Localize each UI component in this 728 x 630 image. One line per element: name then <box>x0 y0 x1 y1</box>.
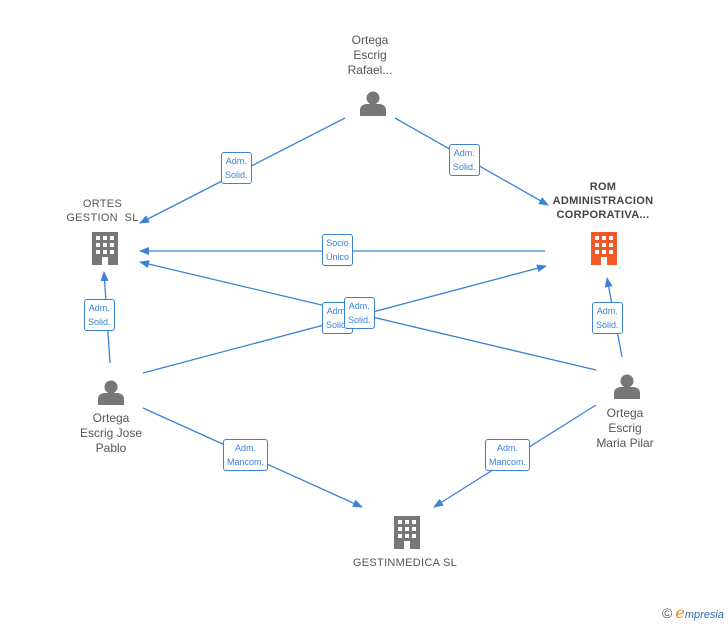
edge-label-jose-gestinmedica[interactable]: Adm. Mancom. <box>223 439 269 471</box>
node-label-ortes[interactable]: ORTES GESTION SL <box>55 197 150 225</box>
edge-label-pilar-rom[interactable]: Adm. Solid. <box>592 302 623 334</box>
person-icon <box>360 91 386 116</box>
edge-label-line: Solid. <box>596 320 619 330</box>
label-line: Maria Pilar <box>596 436 654 450</box>
brand-watermark: © empresia <box>662 603 724 622</box>
edge-label-line: Adm. <box>453 148 475 158</box>
node-label-pilar[interactable]: Ortega Escrig Maria Pilar <box>582 406 668 451</box>
building-icon-focus <box>591 232 617 265</box>
edge-label-line: Solid. <box>225 170 248 180</box>
label-line: Rafael... <box>347 63 393 77</box>
edge-label-line: Adm. <box>596 306 618 316</box>
building-icon <box>92 232 118 265</box>
edge-label-pilar-gestinmedica[interactable]: Adm. Mancom. <box>485 439 531 471</box>
edge-label-line: Adm. <box>225 156 247 166</box>
edge-label-line: Solid. <box>453 162 476 172</box>
brand-logo-letter: e <box>675 603 685 622</box>
label-line: Escrig <box>608 421 642 435</box>
label-line: Escrig <box>353 48 387 62</box>
copyright-symbol: © <box>662 605 673 621</box>
edge-label-line: Mancom. <box>227 457 265 467</box>
node-label-jose[interactable]: Ortega Escrig Jose Pablo <box>66 411 156 456</box>
edge-label-rafael-rom[interactable]: Adm. Solid. <box>449 144 480 176</box>
edge-label-rafael-ortes[interactable]: Adm. Solid. <box>221 152 252 184</box>
edge-label-line: Adm. <box>497 443 519 453</box>
edge-label-line: Único <box>326 252 350 262</box>
label-line: Ortega <box>92 411 130 425</box>
edge-label-jose-rom[interactable]: Adm. Solid. <box>344 297 375 329</box>
node-label-rom[interactable]: ROM ADMINISTRACION CORPORATIVA... <box>543 180 663 222</box>
label-line: Ortega <box>606 406 644 420</box>
label-line: ADMINISTRACION <box>552 195 654 207</box>
label-line: GESTION SL <box>66 212 139 224</box>
person-icon <box>614 374 640 399</box>
label-line: ORTES <box>82 198 123 210</box>
edge-label-line: Mancom. <box>489 457 527 467</box>
edge-label-jose-ortes[interactable]: Adm. Solid. <box>84 299 115 331</box>
label-line: GESTINMEDICA SL <box>352 557 458 569</box>
edge-label-line: Solid. <box>348 315 371 325</box>
edge-label-rom-ortes[interactable]: Socio Único <box>322 234 354 266</box>
building-icon <box>394 516 420 549</box>
person-icon <box>98 380 124 405</box>
edge-label-line: Socio <box>326 238 349 248</box>
brand-name: mpresia <box>684 609 724 621</box>
node-label-gestinmedica[interactable]: GESTINMEDICA SL <box>335 556 475 570</box>
edge-label-line: Adm. <box>88 303 110 313</box>
edge-label-line: Adm. <box>348 301 370 311</box>
node-label-rafael[interactable]: Ortega Escrig Rafael... <box>330 33 410 78</box>
label-line: CORPORATIVA... <box>556 209 650 221</box>
edge-label-line: Solid. <box>326 320 349 330</box>
edge-label-line: Adm. <box>235 443 257 453</box>
edge-label-line: Adm. <box>326 306 348 316</box>
edge-label-line: Solid. <box>88 317 111 327</box>
label-line: Pablo <box>95 441 127 455</box>
label-line: Escrig Jose <box>79 426 143 440</box>
label-line: Ortega <box>351 33 389 47</box>
label-line: ROM <box>589 181 617 193</box>
